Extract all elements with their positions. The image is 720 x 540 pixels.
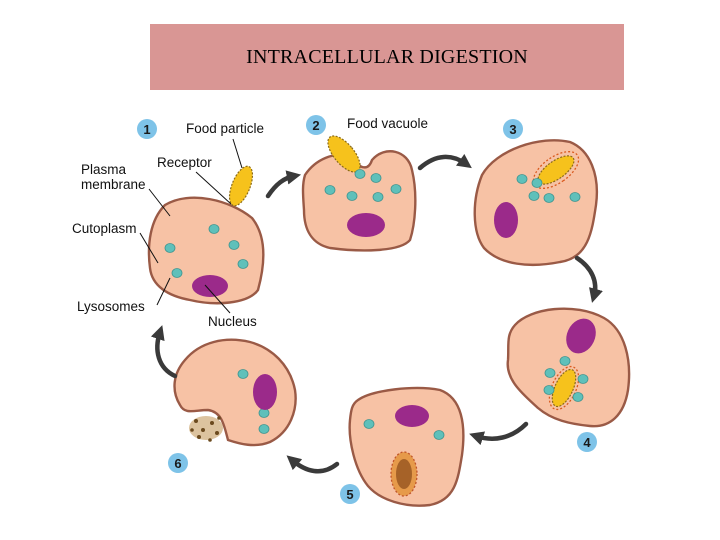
- lysosome: [237, 259, 249, 269]
- step-badge-3: 3: [503, 119, 523, 139]
- label-nucleus: Nucleus: [208, 314, 257, 329]
- nucleus: [347, 213, 385, 237]
- nucleus: [253, 374, 277, 410]
- title-banner: INTRACELLULAR DIGESTION: [150, 24, 624, 90]
- cell-4: [506, 307, 631, 428]
- lysosome: [543, 193, 555, 203]
- lysosome: [577, 374, 589, 384]
- lysosome: [544, 368, 556, 378]
- food-particle: [228, 165, 254, 207]
- step-number: 2: [312, 118, 319, 133]
- label-plasma-membrane-line2: membrane: [81, 177, 146, 192]
- lysosome: [324, 185, 336, 195]
- label-food-vacuole: Food vacuole: [347, 116, 428, 131]
- cell-2: [301, 135, 417, 252]
- leader-plasma-membrane: [148, 188, 171, 217]
- cell-5: [348, 386, 465, 507]
- page-title: INTRACELLULAR DIGESTION: [246, 45, 528, 68]
- nucleus: [494, 202, 518, 238]
- nucleus: [395, 405, 429, 427]
- lysosome: [433, 430, 445, 440]
- step-badge-2: 2: [306, 115, 326, 135]
- cell-6: [173, 338, 297, 447]
- nucleus: [566, 318, 596, 354]
- cell-3: [473, 139, 599, 267]
- leader-nucleus: [204, 284, 231, 314]
- step-number: 6: [174, 456, 181, 471]
- lysosome: [572, 392, 584, 402]
- step-badge-4: 4: [577, 432, 597, 452]
- arrow-3-to-4: [574, 255, 603, 303]
- label-plasma-membrane-line1: Plasma: [81, 162, 127, 177]
- lysosome: [370, 173, 382, 183]
- lysosome: [164, 243, 176, 253]
- step-badge-5: 5: [340, 484, 360, 504]
- lysosome: [346, 191, 358, 201]
- nucleus: [192, 275, 228, 297]
- lysosome: [171, 268, 183, 278]
- lysosome: [363, 419, 375, 429]
- lysosome: [228, 240, 240, 250]
- lysosome: [354, 169, 366, 179]
- leader-receptor: [195, 171, 232, 205]
- step-number: 4: [583, 435, 591, 450]
- cell-1: [147, 165, 265, 305]
- lysosome: [237, 369, 249, 379]
- lysosome: [559, 356, 571, 366]
- arrow-2-to-3: [417, 153, 472, 171]
- arrow-4-to-5: [469, 421, 529, 446]
- step-number: 3: [509, 122, 516, 137]
- lysosome: [390, 184, 402, 194]
- label-cytoplasm: Cutoplasm: [72, 221, 137, 236]
- lysosome: [528, 191, 540, 201]
- step-badge-6: 6: [168, 453, 188, 473]
- label-receptor: Receptor: [157, 155, 212, 170]
- leader-food-particle: [232, 138, 243, 169]
- lysosome: [516, 174, 528, 184]
- arrow-1-to-2: [265, 170, 302, 199]
- arrow-6-to-1: [150, 325, 178, 379]
- leader-cytoplasm: [139, 232, 159, 264]
- lysosome: [372, 192, 384, 202]
- lysosome: [258, 424, 270, 434]
- digested-food: [396, 459, 412, 489]
- step-number: 1: [143, 122, 150, 137]
- lysosome: [531, 178, 543, 188]
- lysosome: [208, 224, 220, 234]
- leader-lysosomes: [156, 277, 171, 306]
- step-badge-1: 1: [137, 119, 157, 139]
- lysosome: [569, 192, 581, 202]
- food-vacuole: [532, 151, 580, 189]
- food-particle: [537, 155, 575, 185]
- label-food-particle: Food particle: [186, 121, 264, 136]
- label-lysosomes: Lysosomes: [77, 299, 145, 314]
- waste-particles: [189, 416, 223, 442]
- food-particle: [551, 368, 577, 408]
- lysosome: [543, 385, 555, 395]
- arrow-5-to-6: [286, 455, 340, 474]
- step-number: 5: [346, 487, 353, 502]
